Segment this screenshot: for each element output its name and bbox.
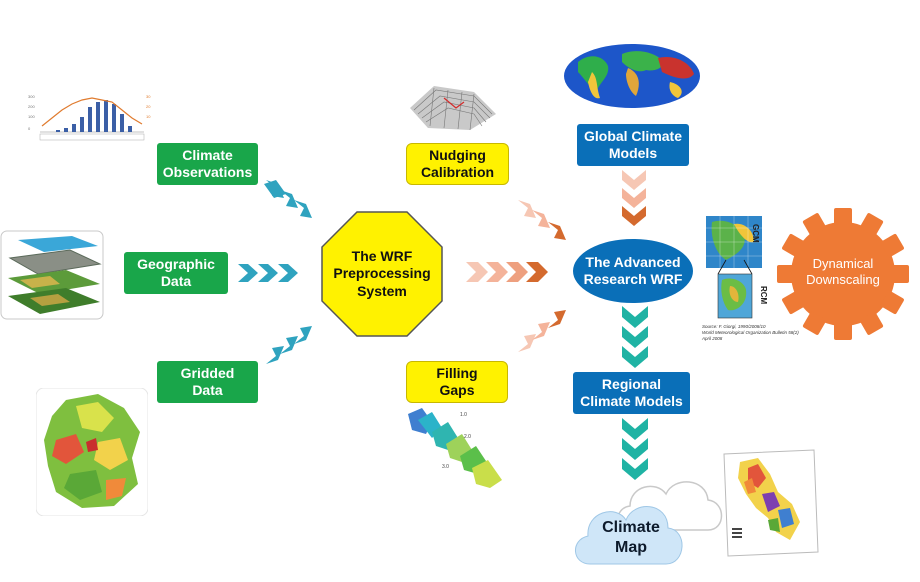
rcm-label: RCM [759, 286, 768, 305]
geographic-data-box: Geographic Data [124, 252, 228, 294]
arrow-wps-to-arw [466, 262, 548, 282]
regional-climate-models-box: Regional Climate Models [573, 372, 690, 414]
gridded-data-box: Gridded Data [157, 361, 258, 403]
arrow-rcm-to-map [622, 418, 648, 480]
arrow-gcm-to-arw [622, 170, 646, 226]
arrow-arw-to-rcm [622, 306, 648, 368]
svg-text:300: 300 [28, 94, 35, 99]
arrow-nudging-to-arw [518, 200, 566, 240]
arw-ellipse [571, 237, 695, 305]
wps-label: The WRF Preprocessing System [333, 248, 431, 299]
global-climate-globe [564, 44, 700, 108]
svg-text:20: 20 [146, 104, 151, 109]
svg-text:2.0: 2.0 [464, 434, 471, 440]
gridded-data-map-thumbnail [36, 388, 148, 516]
svg-text:3.0: 3.0 [442, 464, 449, 470]
arrow-filling-to-arw [518, 310, 566, 352]
nudging-calibration-box: Nudging Calibration [406, 143, 509, 185]
filling-gaps-box: Filling Gaps [406, 361, 508, 403]
climate-map-label: Climate Map [602, 519, 660, 556]
svg-text:100: 100 [28, 114, 35, 119]
svg-text:200: 200 [28, 104, 35, 109]
svg-text:0: 0 [28, 126, 31, 131]
climate-observations-box: Climate Observations [157, 143, 258, 185]
geographic-layers-thumbnail [0, 230, 104, 320]
arrow-geographic-to-wps [238, 264, 298, 282]
filling-gaps-surface-thumbnail: 1.0 2.0 3.0 [402, 404, 508, 494]
cloud-front-icon [575, 506, 683, 565]
wps-octagon [321, 211, 443, 337]
svg-text:30: 30 [146, 94, 151, 99]
global-climate-models-box: Global Climate Models [577, 124, 689, 166]
dynamical-downscaling-gear [777, 208, 909, 340]
svg-text:10: 10 [146, 114, 151, 119]
dynamical-downscaling-label: Dynamical Downscaling [806, 256, 880, 287]
arrow-gridded-to-wps [266, 326, 312, 364]
svg-text:1.0: 1.0 [460, 412, 467, 418]
arw-label: The Advanced Research WRF [583, 253, 683, 287]
nudging-surface-thumbnail [410, 86, 496, 131]
gcm-rcm-figure [706, 216, 762, 319]
climate-chart-thumbnail: 300 200 100 0 30 20 10 [26, 92, 154, 142]
figure-source-note: Source: F. Giorgi, 1990/2008/10 World Me… [702, 324, 799, 342]
arrow-observations-to-wps [264, 180, 312, 218]
climate-map-thumbnail [723, 449, 819, 557]
gcm-label: GCM [751, 224, 760, 243]
